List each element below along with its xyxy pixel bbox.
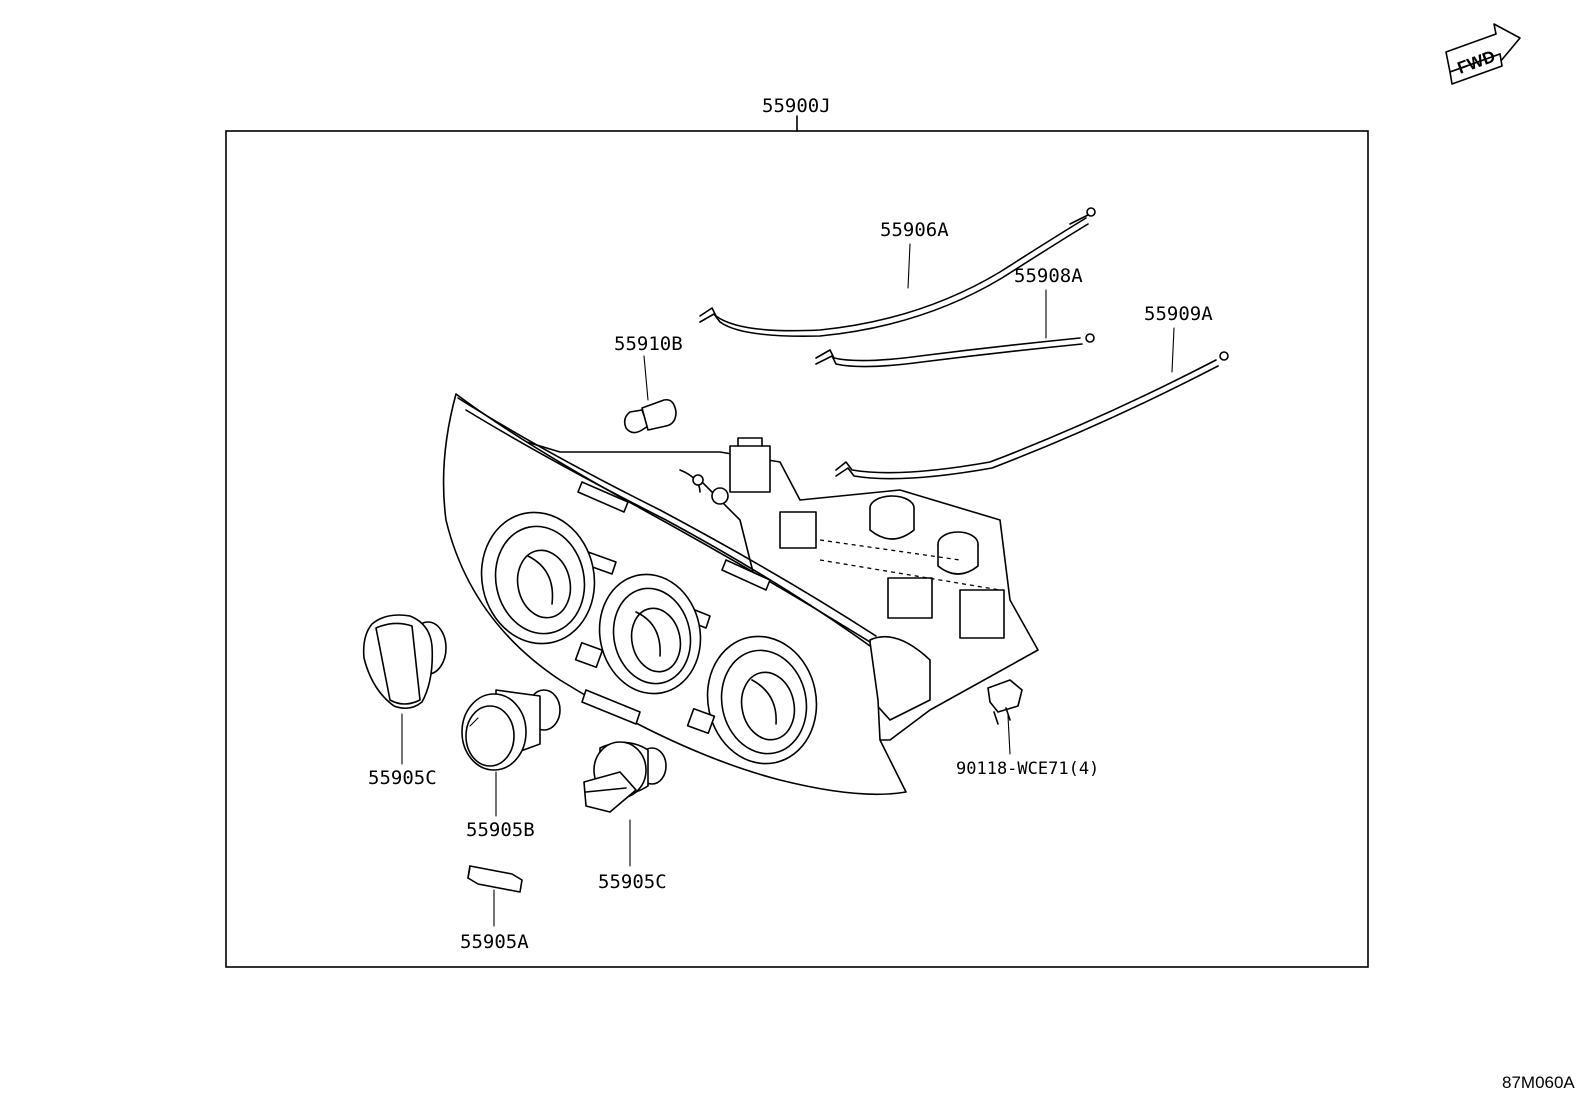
part-label-button-a: 55905A	[460, 931, 529, 953]
fwd-arrow-icon: FWD	[1445, 23, 1521, 85]
cable-55908a: 55908A	[815, 265, 1095, 368]
button-55905a: 55905A	[460, 865, 529, 953]
knob-55905c-left: 55905C	[362, 614, 447, 789]
part-label-cable-b: 55908A	[1014, 265, 1083, 287]
part-label-knob-b: 55905B	[466, 819, 535, 841]
part-label-bulb: 55910B	[614, 333, 683, 355]
part-label-knob-c-right: 55905C	[598, 871, 667, 893]
clip-90118: 90118-WCE71(4)	[956, 679, 1099, 779]
part-label-clip: 90118-WCE71(4)	[956, 759, 1099, 779]
part-label-knob-c-left: 55905C	[368, 767, 437, 789]
knob-55905c-right: 55905C	[583, 741, 667, 893]
bulb-55910b: 55910B	[614, 333, 683, 434]
part-label-cable-a: 55906A	[880, 219, 949, 241]
part-label-assembly: 55900J	[762, 95, 831, 117]
cable-55909a: 55909A	[835, 303, 1229, 480]
knob-55905b: 55905B	[461, 689, 561, 841]
cable-55906a: 55906A	[699, 207, 1096, 338]
figure-code: 87M060A	[1502, 1073, 1575, 1092]
control-panel-housing	[442, 393, 1039, 796]
part-label-cable-c: 55909A	[1144, 303, 1213, 325]
